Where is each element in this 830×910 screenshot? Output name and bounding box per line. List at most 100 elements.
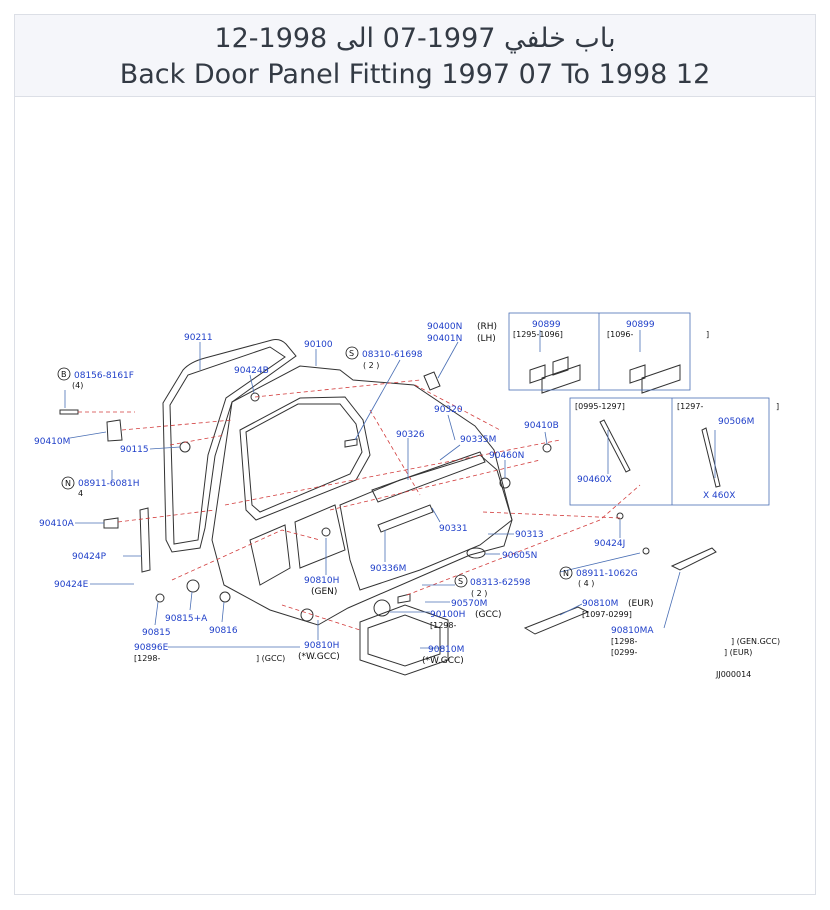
align-line-2 xyxy=(121,419,233,431)
page-title-arabic: باب خلفي 1997-07 الى 1998-12 xyxy=(214,23,616,54)
bolt-08313-shape xyxy=(397,593,411,604)
stay-90460X-b xyxy=(701,427,721,488)
align-line-4 xyxy=(254,379,421,398)
part-90810H-gen-shape xyxy=(321,527,331,537)
align-line-3 xyxy=(169,434,226,446)
label-90810MA-note-a: ] (GEN.GCC) xyxy=(731,637,780,646)
leader-90815A xyxy=(189,591,193,611)
seal-90899-a-shapes xyxy=(529,356,581,394)
marker-n-1: N xyxy=(65,479,71,488)
label-90899-a[interactable]: 90899 xyxy=(532,320,561,330)
leader-90335M xyxy=(439,444,461,461)
label-90815A[interactable]: 90815+A xyxy=(165,614,208,624)
label-90460X-a[interactable]: 90460X xyxy=(577,475,612,485)
label-90424P[interactable]: 90424P xyxy=(72,552,107,562)
align-line-5 xyxy=(117,509,216,523)
marker-s-2: S xyxy=(458,577,463,586)
label-90810MA-range-a: [1298- xyxy=(611,637,637,646)
drawing-lines xyxy=(59,339,721,676)
label-90320[interactable]: 90320 xyxy=(434,405,463,415)
inset-boxes xyxy=(508,312,770,506)
label-08156-8161F[interactable]: 08156-8161F xyxy=(74,371,134,381)
back-door-outline xyxy=(211,365,513,626)
label-08310-61698[interactable]: 08310-61698 xyxy=(362,350,423,360)
label-08310-qty: ( 2 ) xyxy=(363,361,379,370)
label-90810M-eur[interactable]: 90810M xyxy=(582,599,618,609)
label-90460N[interactable]: 90460N xyxy=(489,451,524,461)
label-08156-qty: (4) xyxy=(72,381,83,390)
back-door-window-inner xyxy=(245,403,363,513)
align-line-7 xyxy=(329,459,541,511)
label-90424J[interactable]: 90424J xyxy=(594,539,625,549)
marker-s-circle-2 xyxy=(454,574,468,588)
marker-b: B xyxy=(61,370,67,379)
leader-90810M-eur xyxy=(559,603,583,616)
label-90400N-note: (RH) xyxy=(477,322,497,332)
label-90100H[interactable]: 90100H xyxy=(430,610,465,620)
part-90424J-shape xyxy=(616,512,624,520)
label-90331[interactable]: 90331 xyxy=(439,524,468,534)
leader-90424B xyxy=(249,374,255,394)
label-90424E[interactable]: 90424E xyxy=(54,580,89,590)
label-90899-a-range: [1295-1096] xyxy=(513,330,563,339)
label-90336M[interactable]: 90336M xyxy=(370,564,406,574)
label-90506M[interactable]: 90506M xyxy=(718,417,754,427)
label-90810MA-note-b: ] (EUR) xyxy=(724,648,752,657)
leader-90810MA xyxy=(663,571,681,629)
label-90570M[interactable]: 90570M xyxy=(451,599,487,609)
marker-s-circle-1 xyxy=(345,346,359,360)
inset-box-90899 xyxy=(508,312,691,391)
label-90410M[interactable]: 90410M xyxy=(34,437,70,447)
label-stay-range-b: [1297- xyxy=(677,402,703,411)
label-90810H-wgcc[interactable]: 90810H xyxy=(304,641,339,651)
window-glass-inner xyxy=(169,346,286,545)
label-90100[interactable]: 90100 xyxy=(304,340,333,350)
label-90326[interactable]: 90326 xyxy=(396,430,425,440)
part-90816-shape xyxy=(219,591,231,603)
label-90810H-wgcc-note: (*W.GCC) xyxy=(298,652,340,662)
label-90313[interactable]: 90313 xyxy=(515,530,544,540)
leader-90331 xyxy=(431,507,441,523)
label-90816[interactable]: 90816 xyxy=(209,626,238,636)
part-90460N-shape xyxy=(499,477,511,489)
label-90815[interactable]: 90815 xyxy=(142,628,171,638)
part-08911-1062G-shape xyxy=(642,547,650,555)
label-08911-1062G[interactable]: 08911-1062G xyxy=(576,569,638,579)
page-title-english: Back Door Panel Fitting 1997 07 To 1998 … xyxy=(119,59,711,90)
label-90896E[interactable]: 90896E xyxy=(134,643,169,653)
label-90899-b-end: ] xyxy=(706,330,709,339)
label-90899-b[interactable]: 90899 xyxy=(626,320,655,330)
align-line-6 xyxy=(224,439,561,506)
part-90400N-shape xyxy=(423,371,441,391)
label-90400N[interactable]: 90400N xyxy=(427,322,462,332)
label-90424B[interactable]: 90424B xyxy=(234,366,269,376)
marker-n-circle-2 xyxy=(559,566,573,580)
license-garnish-outline xyxy=(359,604,449,676)
diagram-id: JJ000014 xyxy=(715,670,751,679)
label-08313-62598[interactable]: 08313-62598 xyxy=(470,578,531,588)
part-90815-shape xyxy=(155,593,165,603)
label-90605N[interactable]: 90605N xyxy=(502,551,537,561)
label-90115[interactable]: 90115 xyxy=(120,445,149,455)
label-90410A[interactable]: 90410A xyxy=(39,519,75,529)
label-90810MA[interactable]: 90810MA xyxy=(611,626,654,636)
label-90810H-gen[interactable]: 90810H xyxy=(304,576,339,586)
trim-panel-outline xyxy=(339,454,513,591)
part-90810H-wgcc-shape xyxy=(300,608,314,622)
label-90211[interactable]: 90211 xyxy=(184,333,213,343)
label-90335M[interactable]: 90335M xyxy=(460,435,496,445)
label-90401N[interactable]: 90401N xyxy=(427,334,462,344)
label-90810M-wgcc[interactable]: 90810M xyxy=(428,645,464,655)
bolt-08156-shape xyxy=(59,409,79,415)
circle-markers xyxy=(57,346,573,588)
part-90410M-shape xyxy=(106,419,123,442)
part-90115-shape xyxy=(179,441,191,453)
label-90460X-b[interactable]: X 460X xyxy=(703,491,735,501)
label-90410B[interactable]: 90410B xyxy=(524,421,559,431)
label-08911-6081H[interactable]: 08911-6081H xyxy=(78,479,140,489)
label-stay-range-b-end: ] xyxy=(776,402,779,411)
label-stay-range-a: [0995-1297] xyxy=(575,402,625,411)
leader-90400N xyxy=(437,341,459,379)
label-90899-b-range: [1096- xyxy=(607,330,633,339)
